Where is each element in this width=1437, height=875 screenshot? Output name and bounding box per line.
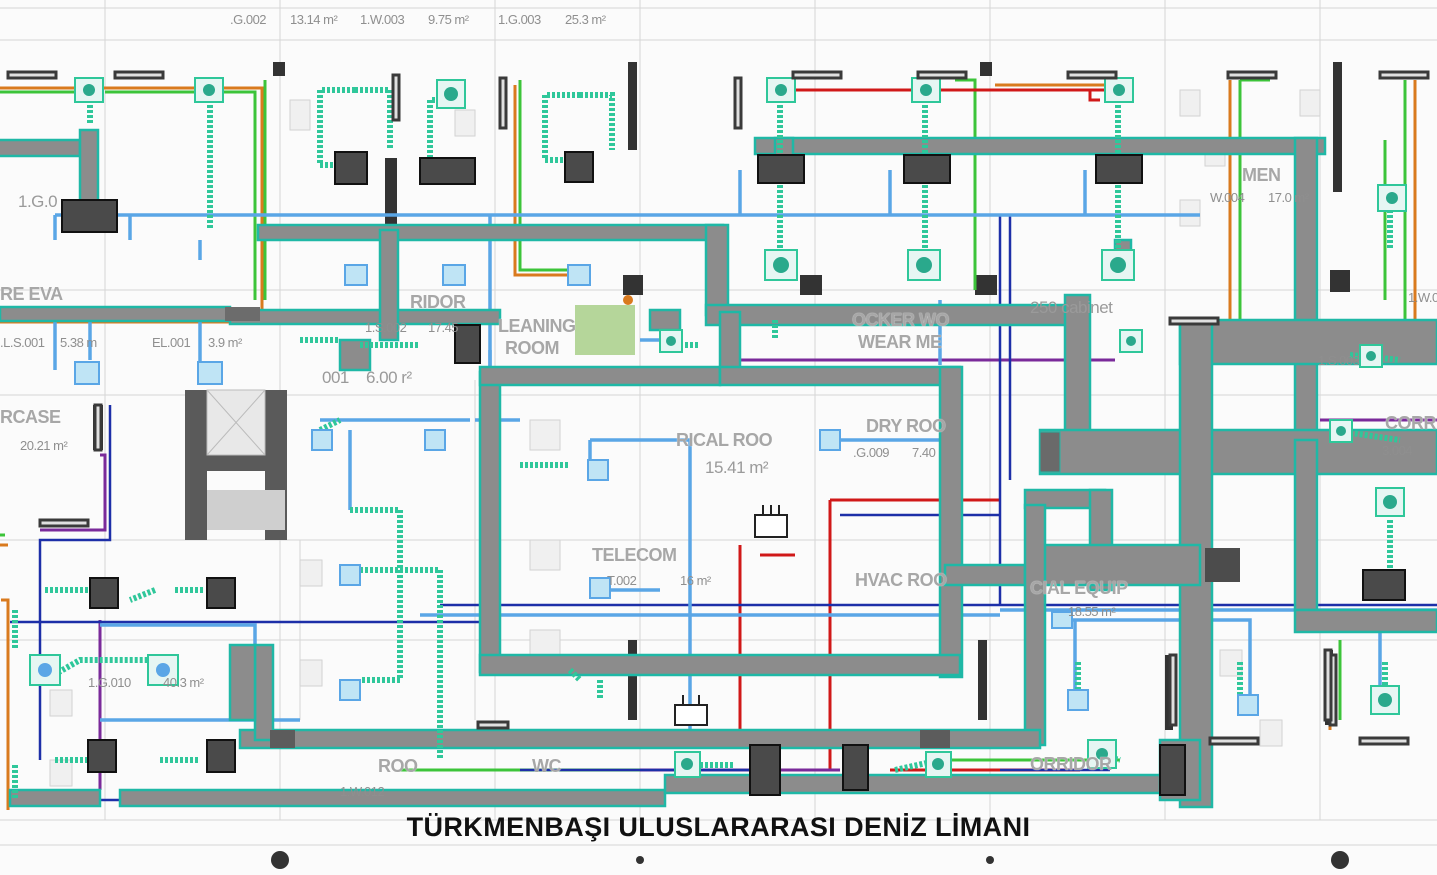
- shaft: [185, 389, 287, 540]
- room-name: RE EVA: [0, 284, 63, 304]
- room-area: 17.0 m²: [1268, 190, 1309, 205]
- room-area: 15.41 m²: [705, 458, 769, 477]
- room-name: CIAL EQUIP: [1030, 578, 1128, 598]
- room-name: OCKER WO: [852, 310, 950, 330]
- room-label: W.004: [1210, 190, 1245, 205]
- room-name: RICAL ROO: [676, 430, 773, 450]
- flex-ducts: [12, 87, 1401, 800]
- room-label: 1.W.0: [1408, 290, 1437, 305]
- room-name: RCASE: [0, 407, 61, 427]
- fan-coil-units: [61, 151, 1406, 796]
- room-name: CORRI: [1385, 413, 1437, 433]
- grid-markers: [271, 851, 1349, 869]
- room-area: 6.00 r²: [366, 368, 412, 387]
- return-grilles: [6, 70, 1430, 746]
- dampers: [225, 295, 1240, 748]
- room-name: ORRIDOR: [1030, 754, 1112, 774]
- room-name: TELECOM: [592, 545, 677, 565]
- room-label: 1.G.003: [498, 12, 541, 27]
- room-note: 250 cabinet: [1030, 298, 1113, 317]
- room-label: .G.009: [853, 445, 890, 460]
- room-area: 25.3 m²: [565, 12, 606, 27]
- room-name: ROOM: [505, 338, 560, 358]
- room-label: 1.G.010: [88, 675, 131, 690]
- room-area: 40.3 m²: [163, 675, 204, 690]
- room-label: 1.G.0: [18, 192, 58, 211]
- room-label: .G.002: [230, 12, 267, 27]
- room-area: 20.21 m²: [20, 438, 68, 453]
- room-label: 1.S.003: [1318, 353, 1360, 368]
- room-label: .L.S.001: [0, 335, 45, 350]
- room-name: MEN: [1242, 165, 1281, 185]
- room-area: 5.38 m: [60, 335, 97, 350]
- room-area: 9.75 m²: [428, 12, 469, 27]
- room-name: WC: [532, 756, 562, 776]
- room-name: WEAR ME: [858, 332, 942, 352]
- room-area: 18.55 m²: [1068, 604, 1116, 619]
- room-name: LEANING: [498, 316, 576, 336]
- room-label: EL.001: [152, 335, 191, 350]
- room-label: 1.W.003: [360, 12, 405, 27]
- room-label: 3.004: [1382, 443, 1413, 458]
- room-area: 16 m²: [680, 573, 711, 588]
- room-area: 3.9 m²: [208, 335, 242, 350]
- gray-ducts: [0, 128, 1437, 809]
- room-area: 13.14 m²: [290, 12, 338, 27]
- room-name: DRY ROO: [866, 416, 946, 436]
- sanitary-fixtures: [49, 89, 1321, 787]
- room-area: 17.45: [428, 320, 459, 335]
- diffusers: [29, 77, 1407, 778]
- room-area: 7.40: [912, 445, 936, 460]
- project-caption: TÜRKMENBAŞI ULUSLARARASI DENİZ LİMANI: [406, 812, 1031, 842]
- room-name: RIDOR: [410, 292, 466, 312]
- room-name: ROO: [378, 756, 418, 776]
- room-label: 001: [322, 368, 349, 387]
- room-label: 1.W.012: [340, 784, 385, 799]
- room-label: T.002: [607, 573, 637, 588]
- room-label: 1.S.002: [365, 320, 407, 335]
- room-name: HVAC ROO: [855, 570, 947, 590]
